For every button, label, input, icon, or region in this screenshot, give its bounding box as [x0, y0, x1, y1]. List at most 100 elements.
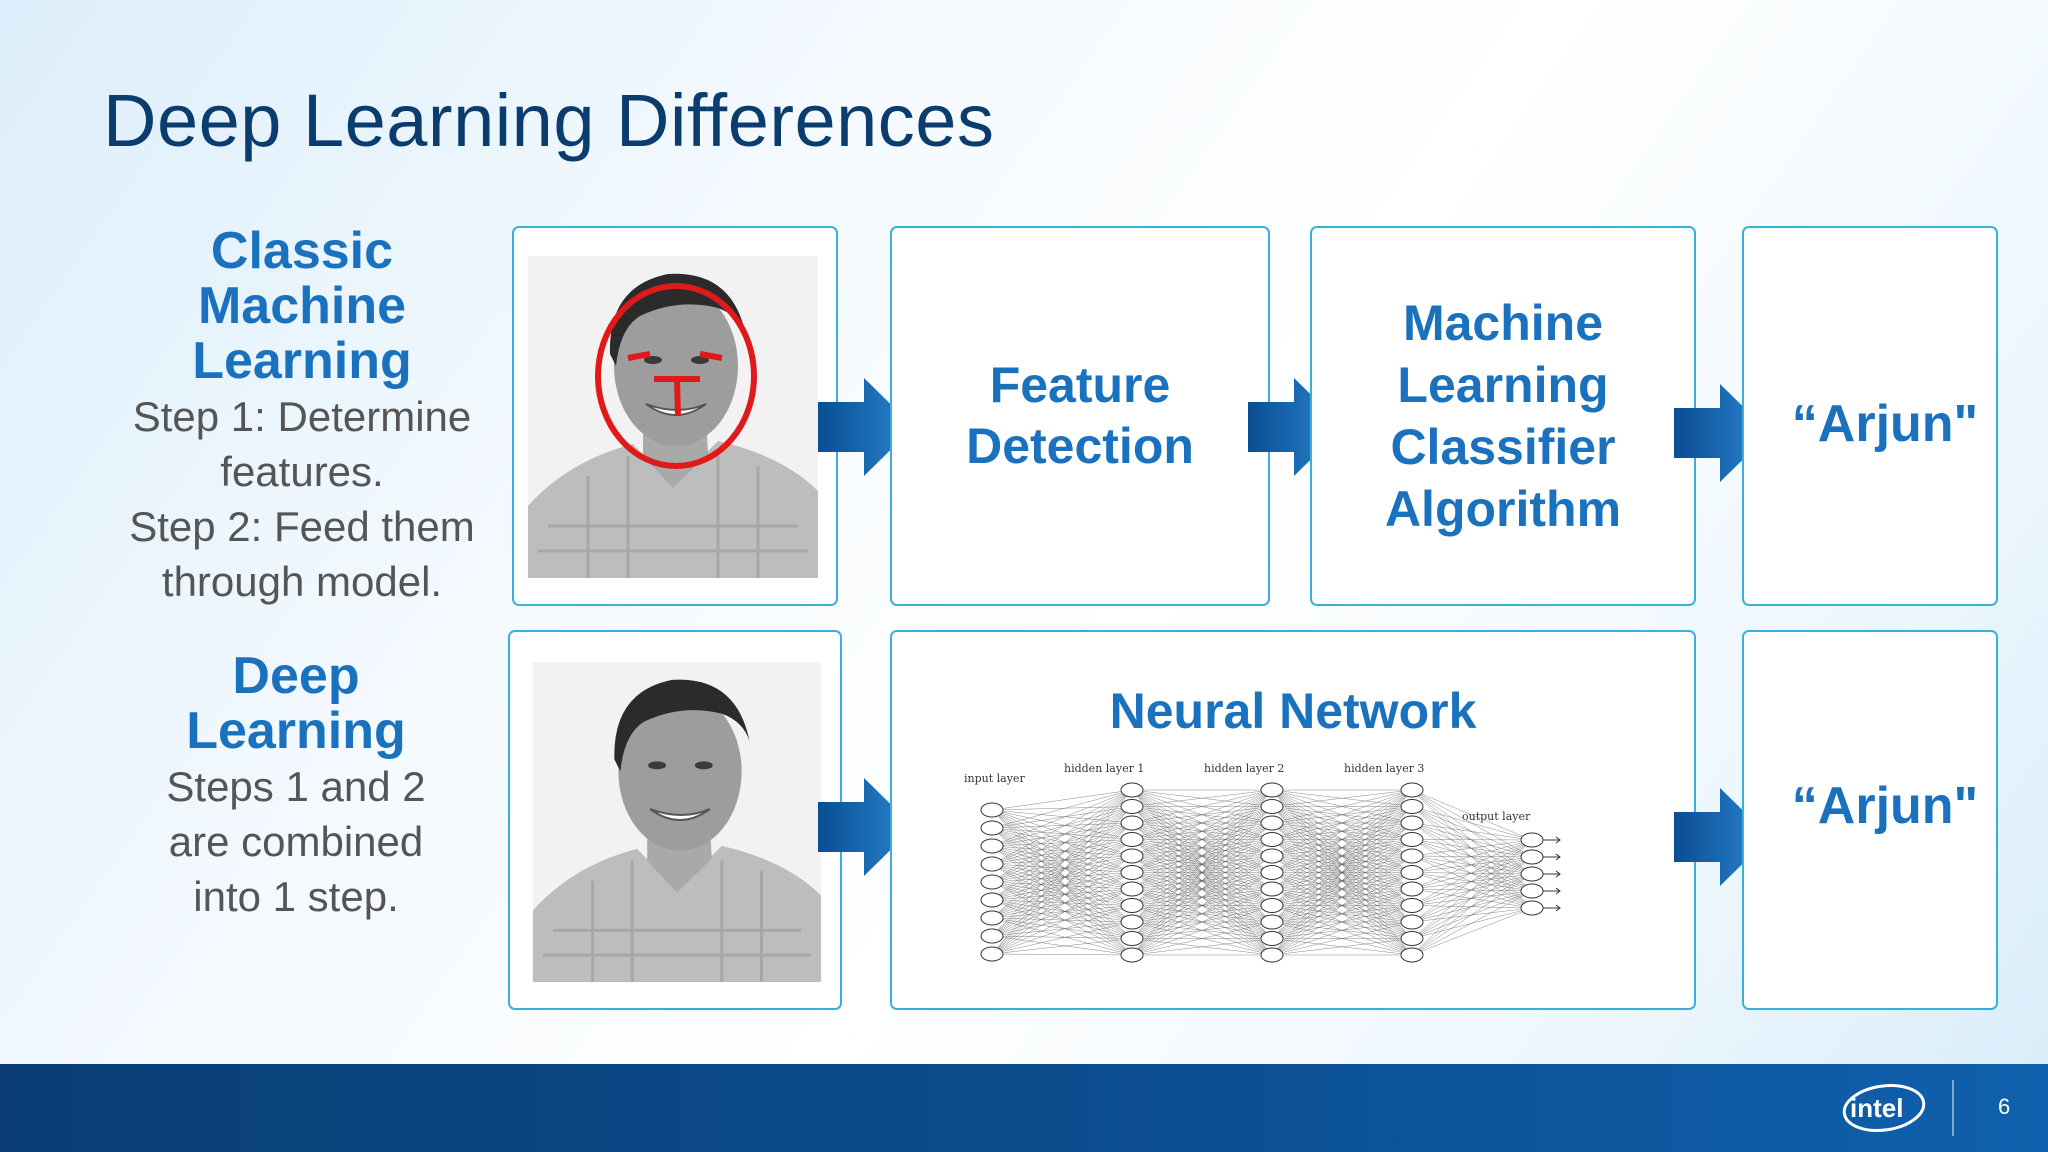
- network-link: [991, 935, 1133, 956]
- network-link: [991, 827, 1133, 906]
- network-link: [991, 888, 1133, 901]
- network-link: [1411, 789, 1533, 875]
- network-link: [991, 881, 1133, 890]
- arrow-right-icon: [818, 378, 914, 476]
- feature-detection-box: Feature Detection: [890, 226, 1270, 606]
- network-node: [1520, 900, 1544, 916]
- network-link: [991, 888, 1133, 955]
- network-link: [991, 789, 1133, 919]
- network-link: [991, 921, 1133, 937]
- deep-learning-description: Deep Learning Steps 1 and 2 are combined…: [86, 649, 506, 924]
- network-link: [1411, 856, 1533, 873]
- network-link: [991, 839, 1133, 883]
- network-link: [991, 845, 1133, 939]
- footer-divider: [1952, 1080, 1954, 1136]
- network-link: [1271, 888, 1413, 956]
- output-arrow-icon: [1543, 836, 1561, 844]
- network-link: [991, 806, 1133, 865]
- network-node: [1400, 865, 1424, 880]
- network-node: [1260, 898, 1284, 913]
- network-link: [1411, 789, 1533, 892]
- network-node: [1120, 931, 1144, 946]
- network-node: [980, 928, 1004, 944]
- neural-network-box: Neural Network input layer hidden layer …: [890, 630, 1696, 1010]
- network-node: [1260, 782, 1284, 798]
- network-link: [1131, 905, 1273, 956]
- network-node: [1520, 832, 1544, 848]
- network-link: [1411, 855, 1533, 909]
- neural-network-label: Neural Network: [1109, 683, 1477, 739]
- network-link: [991, 809, 1133, 824]
- hidden-layer-2-label: hidden layer 2: [1204, 762, 1284, 775]
- network-link: [991, 809, 1133, 890]
- network-link: [1411, 872, 1533, 909]
- network-link: [991, 881, 1133, 956]
- network-link: [991, 839, 1133, 919]
- network-link: [991, 806, 1133, 811]
- network-link: [1411, 822, 1533, 909]
- network-link: [991, 899, 1133, 923]
- network-link: [1411, 839, 1533, 858]
- network-link: [991, 789, 1133, 811]
- input-layer-label: input layer: [964, 772, 1025, 785]
- network-link: [1411, 905, 1533, 909]
- classic-ml-step1: Step 1: Determine features.: [132, 393, 472, 495]
- neural-network-diagram: input layer hidden layer 1 hidden layer …: [964, 762, 1561, 963]
- network-node: [980, 838, 1004, 854]
- network-link: [991, 917, 1133, 956]
- network-link: [1271, 789, 1413, 923]
- deep-output-box: “Arjun": [1742, 630, 1998, 1010]
- network-link: [991, 845, 1133, 873]
- network-link: [991, 938, 1133, 955]
- network-link: [1271, 872, 1413, 956]
- network-link: [991, 827, 1133, 923]
- feature-detection-label: Feature Detection: [966, 357, 1194, 474]
- network-link: [1411, 839, 1533, 956]
- network-link: [1411, 873, 1533, 956]
- network-link: [991, 845, 1133, 923]
- network-link: [991, 822, 1133, 865]
- network-link: [1411, 806, 1533, 892]
- network-link: [991, 855, 1133, 937]
- classifier-label: Machine Learning Classifier Algorithm: [1384, 295, 1622, 537]
- network-link: [991, 827, 1133, 939]
- network-link: [991, 917, 1133, 939]
- network-link: [1411, 855, 1533, 858]
- arrow-right-icon: [818, 778, 914, 876]
- network-nodes: [980, 782, 1561, 963]
- network-link: [991, 881, 1133, 939]
- network-link: [991, 789, 1133, 865]
- network-link: [991, 789, 1133, 937]
- network-node: [1120, 898, 1144, 913]
- network-link: [1131, 839, 1273, 956]
- network-connections: [991, 789, 1533, 956]
- network-node: [1400, 815, 1424, 831]
- network-link: [1271, 789, 1413, 873]
- network-node: [1260, 848, 1284, 864]
- network-link: [1411, 873, 1533, 923]
- classifier-box: Machine Learning Classifier Algorithm: [1310, 226, 1696, 606]
- network-link: [991, 789, 1133, 901]
- network-node: [1400, 848, 1424, 864]
- classic-ml-description: Classic Machine Learning Step 1: Determi…: [92, 224, 512, 609]
- network-link: [1131, 789, 1273, 939]
- network-node: [980, 910, 1004, 926]
- network-link: [1131, 789, 1273, 840]
- network-node: [1520, 883, 1544, 899]
- network-node: [1260, 865, 1284, 880]
- network-link: [991, 827, 1133, 890]
- network-link: [1411, 855, 1533, 875]
- network-link: [991, 809, 1133, 873]
- network-link: [991, 827, 1133, 857]
- network-node: [1400, 782, 1424, 798]
- network-link: [991, 839, 1133, 847]
- network-link: [1271, 789, 1413, 840]
- network-link: [1411, 806, 1533, 909]
- network-link: [991, 789, 1133, 955]
- network-link: [1271, 921, 1413, 956]
- network-link: [991, 839, 1133, 937]
- network-node: [1520, 866, 1544, 882]
- network-node: [1120, 848, 1144, 864]
- network-link: [1411, 822, 1533, 875]
- network-link: [1271, 789, 1413, 890]
